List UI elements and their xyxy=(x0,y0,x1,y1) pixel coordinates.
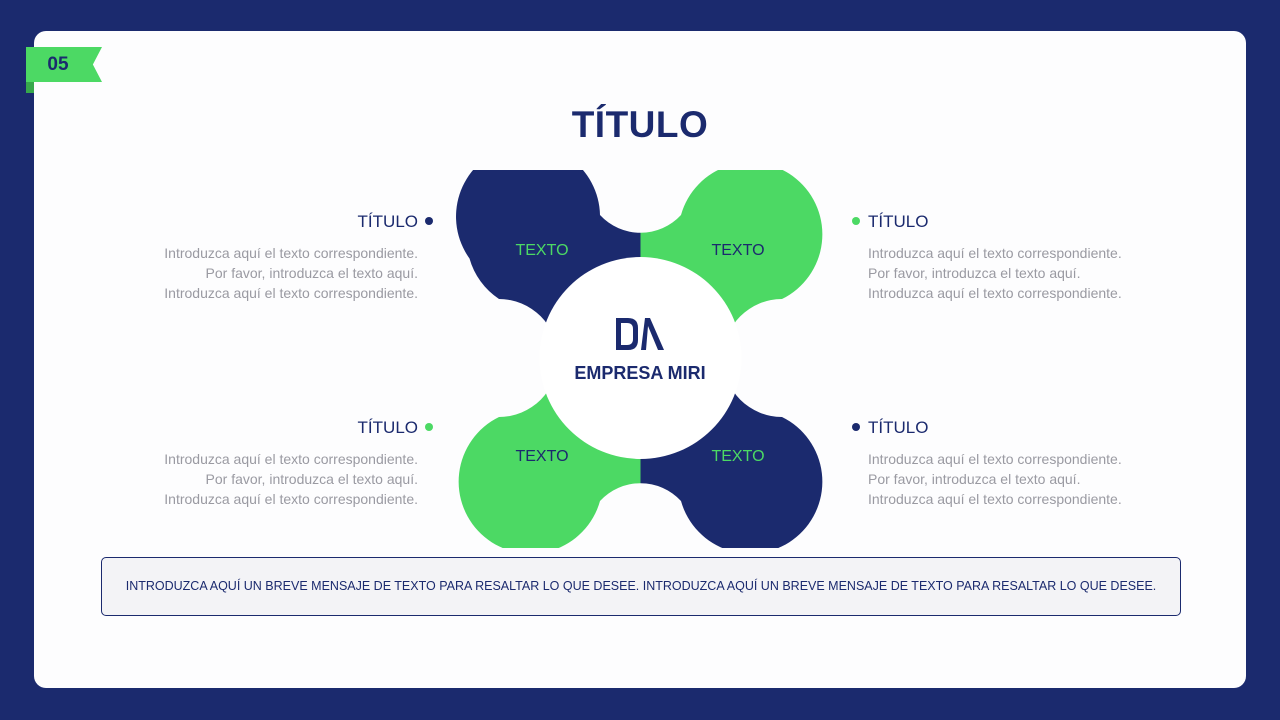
block-title-top-right: TÍTULO xyxy=(868,212,929,231)
petal-label-bottom-right: TEXTO xyxy=(711,448,765,465)
petal-label-top-left: TEXTO xyxy=(515,242,569,259)
block-title-top-left: TÍTULO xyxy=(357,212,418,231)
text-line: Introduzca aquí el texto correspondiente… xyxy=(868,451,1122,467)
bullet-dot-top-right xyxy=(852,217,860,225)
block-text-bottom-right: Introduzca aquí el texto correspondiente… xyxy=(868,449,1168,509)
page-title: TÍTULO xyxy=(571,104,709,145)
text-line: Introduzca aquí el texto correspondiente… xyxy=(868,491,1122,507)
slide-number: 05 xyxy=(47,54,69,75)
bullet-dot-bottom-right xyxy=(852,423,860,431)
text-line: Introduzca aquí el texto correspondiente… xyxy=(868,285,1122,301)
block-text-top-right: Introduzca aquí el texto correspondiente… xyxy=(868,243,1168,303)
text-line: Introduzca aquí el texto correspondiente… xyxy=(164,245,418,261)
text-line: Por favor, introduzca el texto aquí. xyxy=(205,265,418,281)
slide-number-badge xyxy=(26,47,102,82)
text-line: Introduzca aquí el texto correspondiente… xyxy=(164,451,418,467)
block-title-bottom-right: TÍTULO xyxy=(868,418,929,437)
text-line: Introduzca aquí el texto correspondiente… xyxy=(868,245,1122,261)
center-circle xyxy=(539,257,742,459)
text-line: Por favor, introduzca el texto aquí. xyxy=(205,471,418,487)
text-line: Introduzca aquí el texto correspondiente… xyxy=(164,491,418,507)
company-name: EMPRESA MIRI xyxy=(574,363,706,383)
badge-fold xyxy=(26,82,34,93)
text-line: Por favor, introduzca el texto aquí. xyxy=(868,265,1081,281)
block-title-bottom-left: TÍTULO xyxy=(357,418,418,437)
block-text-bottom-left: Introduzca aquí el texto correspondiente… xyxy=(118,449,418,509)
block-text-top-left: Introduzca aquí el texto correspondiente… xyxy=(118,243,418,303)
highlight-message-banner: INTRODUZCA AQUÍ UN BREVE MENSAJE DE TEXT… xyxy=(101,557,1181,616)
company-logo-icon xyxy=(616,318,664,350)
bullet-dot-top-left xyxy=(425,217,433,225)
text-line: Introduzca aquí el texto correspondiente… xyxy=(164,285,418,301)
text-line: Por favor, introduzca el texto aquí. xyxy=(868,471,1081,487)
petal-label-bottom-left: TEXTO xyxy=(515,448,569,465)
bullet-dot-bottom-left xyxy=(425,423,433,431)
petal-label-top-right: TEXTO xyxy=(711,242,765,259)
